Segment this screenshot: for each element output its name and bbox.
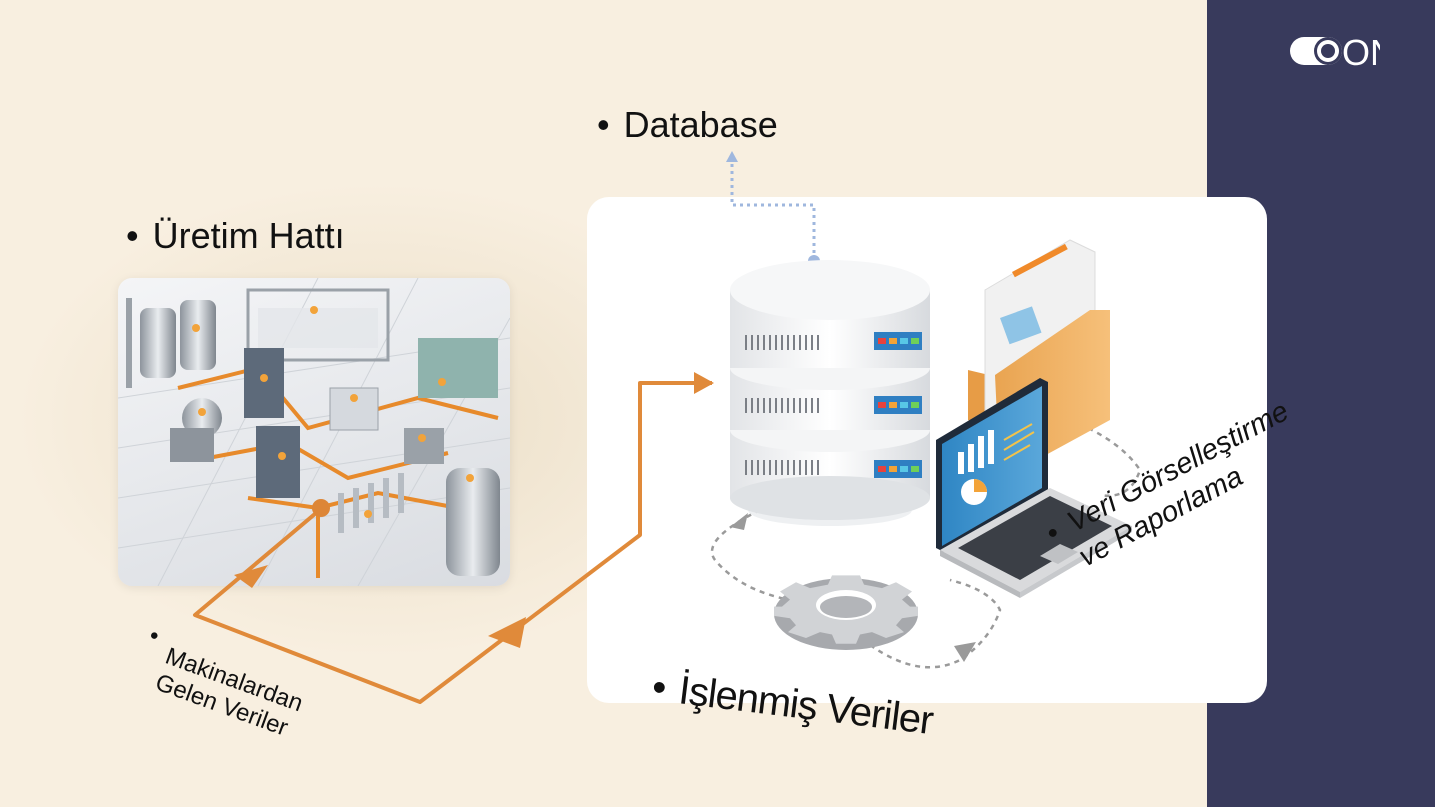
flow-arrow-path bbox=[193, 381, 712, 704]
database-stack-icon bbox=[730, 260, 930, 526]
label-uretim-hatti: • Üretim Hattı bbox=[126, 215, 345, 257]
database-link bbox=[730, 160, 816, 260]
bullet: • bbox=[597, 104, 610, 145]
flow-start-node bbox=[312, 499, 330, 517]
production-line-image bbox=[118, 278, 510, 586]
database-text: Database bbox=[623, 104, 778, 145]
uretim-text: Üretim Hattı bbox=[152, 215, 345, 256]
bullet: • bbox=[126, 215, 139, 256]
label-database: • Database bbox=[597, 104, 778, 146]
laptop-chart-icon bbox=[936, 378, 1132, 598]
flow-arrowhead-3 bbox=[694, 372, 714, 394]
flow-arrowhead-2 bbox=[488, 617, 526, 648]
gear-icon bbox=[774, 575, 918, 650]
flow-arrowhead-1 bbox=[234, 565, 268, 588]
